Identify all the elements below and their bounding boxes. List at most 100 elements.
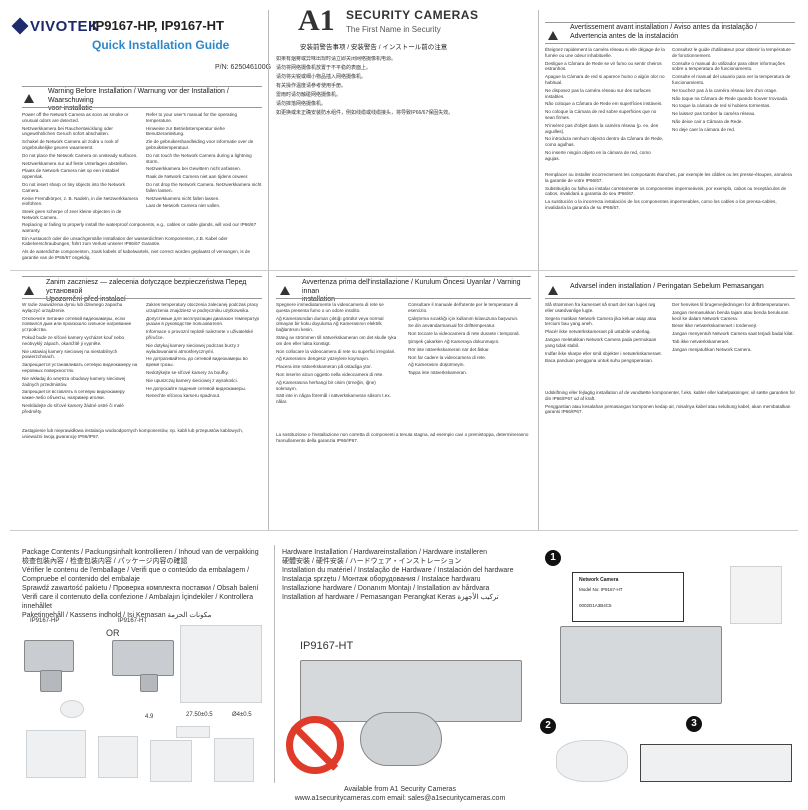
warn1-left-5: Plaats de Network Camera niet op een ins… — [22, 168, 120, 180]
mounting-plate-image — [98, 736, 138, 778]
column-divider-3 — [274, 545, 275, 783]
warn3-footer-pt: Substituição ou falha ao instalar corret… — [545, 185, 787, 197]
warn1-rule-bottom — [22, 107, 262, 108]
package-or-label: OR — [106, 628, 120, 638]
warn3-left-5: No coloque la Cámara de red sobre superf… — [545, 109, 657, 120]
warn3-warning-icon — [548, 27, 558, 45]
warn6-items-left: Slå strømmen fra kameraet så snart der k… — [545, 302, 665, 386]
warn6-left-5: Baca panduan pengguna untuk suhu pengope… — [545, 358, 654, 364]
warn3-left-1: Desligue a Câmara de Rede se vir fumo ou… — [545, 60, 662, 72]
camera-ht-image — [112, 640, 174, 676]
warn6-left-2: Placér ikke netværkskameraet på ustabile… — [545, 329, 651, 335]
package-title-line-1: 檢查包裝內容 / 检查包装内容 / パッケージ内容の確認 — [22, 558, 188, 565]
warn1-right-3: Do not touch the Network Camera during a… — [146, 152, 252, 164]
warn4-rule-bottom — [22, 298, 262, 299]
warn5-footer-it: La sostituzione o l'installazione non co… — [276, 432, 529, 443]
warn5-left-5: Placera inte nätverkskameran på ostadiga… — [276, 364, 372, 370]
warn6-rule-bottom — [545, 298, 795, 299]
a1-security-logo: A1 SECURITY CAMERAS The First Name in Se… — [298, 4, 508, 40]
warn5-items-right: Consultare il manuale dell'utente per le… — [408, 302, 530, 402]
anchor-dimension-label: 4.9 — [145, 714, 154, 720]
warn5-right-4: Şimşek çakarken Ağ Kameraya dokunmayın. — [408, 338, 500, 344]
warn3-left-2: Apague la Cámara de red si aparece humo … — [545, 74, 665, 85]
warn1-rule-top — [22, 86, 262, 87]
hardware-title-line-3: Instalacja sprzętu / Монтаж оборудования… — [282, 576, 481, 583]
step-2-badge: 2 — [540, 718, 556, 734]
warn2-item-2: 请勿将尖锐或细小物品插入网络摄像机。 — [276, 74, 367, 80]
warn1-items-left: Power off the Network Camera as soon as … — [22, 112, 138, 242]
warn4-footer-pl: Zastąpienie lub nieprawidłowa instalacja… — [22, 428, 244, 439]
warn2-items: 如果有烟雾或异味出现时请立即关闭网络摄像机电源。 请勿将网络摄像机放置于不平稳的… — [276, 56, 532, 176]
package-title-line-4: Verifi care il contenuto della confezion… — [22, 594, 254, 610]
warn4-right-6: Nie upuszczaj kamery sieciowej z wysokoś… — [146, 377, 238, 383]
warn4-right-7: Не допускайте падения сетевой видеокамер… — [146, 385, 247, 391]
warn1-left-3: Do not place the Network Camera on unste… — [22, 152, 138, 158]
warn4-left-4: Запрещается устанавливать сетевую видеок… — [22, 362, 138, 373]
warn1-title: Warning Before Installation / Warnung vo… — [48, 88, 263, 114]
pen-hand-image — [730, 566, 782, 624]
warn4-items-left: W razie zauważenia dymu lub dziwnego zap… — [22, 302, 138, 426]
warn5-rule-top — [276, 276, 531, 277]
vivotek-logo: VIVOTEK — [11, 17, 99, 35]
warn6-title: Advarsel inden installation / Peringatan… — [570, 283, 764, 290]
warn4-title-line2: Upozornění před instalací — [46, 296, 126, 303]
a1-logo-tagline: The First Name in Security — [346, 25, 441, 34]
warn5-left-7: Ağ Kamerasına herhangi bir cisim (örneği… — [276, 379, 376, 391]
wall-bracket-image — [26, 730, 86, 778]
warn6-right-1: Jangan memasukkan benda tajam atau benda… — [672, 309, 789, 321]
model-title: IP9167-HP, IP9167-HT — [92, 18, 224, 33]
a1-logo-mark: A1 — [298, 4, 335, 37]
warn5-right-1: Çalıştırma sıcaklığı için kullanım kılav… — [408, 315, 519, 321]
product-label-image: Network Camera Model No: IP9167-HT 0002D… — [572, 572, 684, 622]
hardware-title: Hardware Installation / Hardwareinstalla… — [282, 548, 532, 602]
warn1-footer-en: Replacing or failing to properly install… — [22, 222, 257, 233]
hardware-title-line-5: Installation af hardware / Pemasangan Pe… — [282, 594, 499, 601]
warn1-right-7: Netzwerkkamera nicht fallen lassen. — [146, 195, 220, 201]
part-number: P/N: 625046100G — [215, 64, 272, 71]
warn3-footer-es: La sustitución o la incorrecta instalaci… — [545, 199, 777, 210]
warn3-left-6: N'insérez pas d'objet dans la caméra rés… — [545, 122, 659, 134]
warn5-footer: La sostituzione o l'installazione non co… — [276, 432, 531, 472]
warn3-rule-bottom — [545, 43, 795, 44]
warn5-items-left: Spegnere immediatamente la videocamera d… — [276, 302, 398, 430]
step-3-badge: 3 — [686, 716, 702, 732]
warn6-right-5: Jangan menjatuhkan Network Camera. — [672, 346, 752, 352]
warn1-footer-de: Ein Austausch oder die unsachgemäße Inst… — [22, 235, 228, 247]
warn3-items-right: Consultez le guide d'utilisateur pour ob… — [672, 47, 794, 147]
package-title-line-2: Vérifier le contenu de l'emballage / Ver… — [22, 567, 250, 583]
warn6-warning-icon — [548, 282, 558, 300]
warn6-footer: Udskiftning eller fejlagtig installation… — [545, 390, 795, 430]
warn3-title-line2: Advertencia antes de la instalación — [570, 32, 679, 40]
warn3-title: Avertissement avant installation / Aviso… — [570, 24, 795, 41]
warn5-left-4: Ağ Kamerasını dengesiz yüzeylere koymayı… — [276, 356, 370, 362]
warn1-left-0: Power off the Network Camera as soon as … — [22, 112, 129, 123]
warn3-footer-fr: Remplacer ou installer incorrectement le… — [545, 172, 792, 183]
warn5-left-0: Spegnere immediatamente la videocamera d… — [276, 302, 384, 313]
screw-length-label: 27.50±0.5 — [186, 712, 213, 718]
warn4-left-5: Nie wkładaj do wnętrza obudowy kamery si… — [22, 375, 126, 387]
camera-hp-image — [24, 640, 74, 672]
warn5-rule-bottom — [276, 298, 531, 299]
warn4-title-line1: Zanim zaczniesz — zalecenia dotyczące be… — [46, 279, 247, 295]
warn1-warning-icon — [24, 90, 34, 108]
warn1-left-6: Do not insert sharp or tiny objects into… — [22, 181, 125, 193]
warn2-item-0: 如果有烟雾或异味出现时请立即关闭网络摄像机电源。 — [276, 56, 397, 62]
warn6-left-0: Slå strømmen fra kameraet så snart der k… — [545, 302, 656, 313]
warn3-left-7: No introduza nenhum objecto dentro da Câ… — [545, 136, 664, 148]
warn4-right-5: Nedotýkejte se síťové kamery za bouřky. — [146, 369, 229, 375]
package-title-line-5: Paketinnehåll / Kassens indhold / Isi Ke… — [22, 612, 212, 619]
warn3-left-3: Ne disposez pas la caméra réseau sur des… — [545, 87, 651, 99]
hardware-title-line-1: 硬體安裝 / 硬件安装 / ハードウェア・インストレーション — [282, 558, 462, 565]
warn5-left-8: Sätt inte in några föremål i nätverkskam… — [276, 393, 391, 405]
warn5-warning-icon — [280, 282, 290, 300]
prohibited-icon — [286, 716, 344, 774]
warn2-item-4: 雷雨时请勿触碰网络摄像机。 — [276, 92, 342, 98]
warn3-rule-top — [545, 22, 795, 23]
warn2-item-5: 请勿摔落网络摄像机。 — [276, 101, 327, 107]
warn1-right-4: Netzwerkkamera bei Gewittern nicht anfas… — [146, 166, 241, 172]
accessory-pack-image — [214, 738, 254, 782]
warn5-right-3: Non toccare la videocamera di rete duran… — [408, 331, 520, 337]
warn1-right-2: Zie de gebruikershandleiding voor inform… — [146, 139, 254, 150]
warn1-left-2: Schakel de Network Camera uit zodra u ro… — [22, 139, 119, 150]
mount-base-image — [556, 740, 628, 782]
